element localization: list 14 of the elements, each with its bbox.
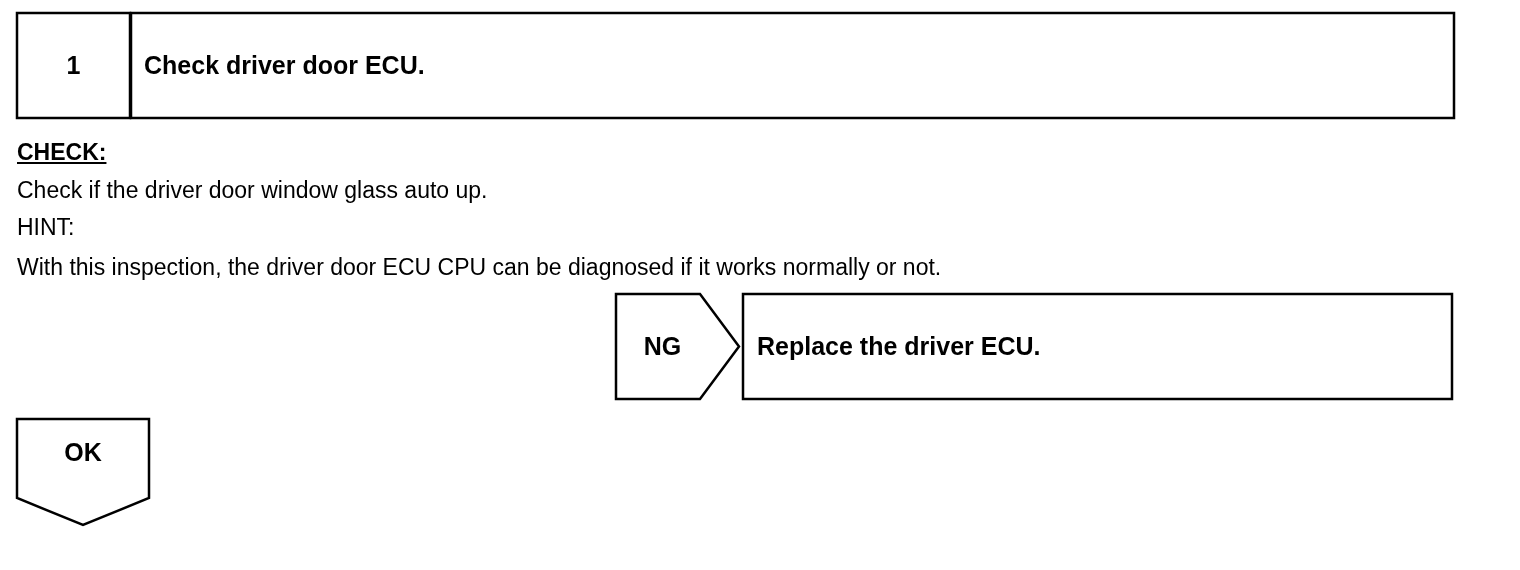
action-text: Replace the driver ECU. <box>757 332 1041 361</box>
ok-result-tag <box>16 418 150 526</box>
step-number-box <box>16 12 131 119</box>
step-heading-box <box>130 12 1455 119</box>
action-box <box>742 293 1453 400</box>
step-heading: Check driver door ECU. <box>144 51 425 80</box>
result-label: OK <box>64 437 102 467</box>
ng-result-tag <box>615 293 740 400</box>
section-heading: CHECK: <box>17 139 107 166</box>
hint-heading: HINT: <box>17 214 75 241</box>
result-label: NG <box>643 332 682 361</box>
instruction-text: Check if the driver door window glass auto up. <box>17 177 488 204</box>
step-number: 1 <box>66 51 81 80</box>
hint-text: With this inspection, the driver door ECU CPU can be diagnosed if it works normally or not. <box>17 254 942 281</box>
